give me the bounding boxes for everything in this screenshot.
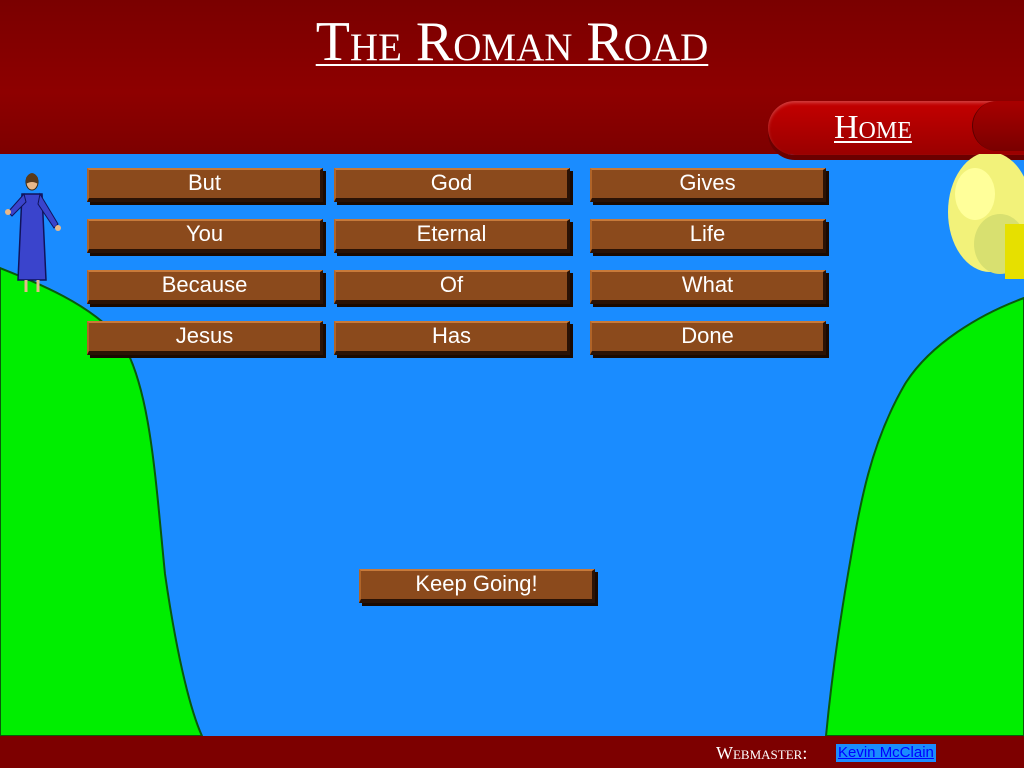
keep-going-button[interactable]: Keep Going! [359,569,595,603]
header-bar: The Roman Road [0,0,1024,154]
jesus-figure-icon [5,173,61,292]
word-plank-has[interactable]: Has [334,321,570,355]
word-plank-gives[interactable]: Gives [590,168,826,202]
word-plank-jesus[interactable]: Jesus [87,321,323,355]
canyon-illustration [0,154,1024,736]
word-plank-eternal[interactable]: Eternal [334,219,570,253]
canyon-scene: But God Gives You Eternal Life Because O… [0,154,1024,736]
page-title: The Roman Road [315,11,709,73]
word-plank-life[interactable]: Life [590,219,826,253]
word-plank-done[interactable]: Done [590,321,826,355]
home-link[interactable]: Home [834,109,912,146]
word-plank-because[interactable]: Because [87,270,323,304]
home-tab-cap [972,101,1024,151]
right-cliff [824,296,1024,736]
word-plank-of[interactable]: Of [334,270,570,304]
word-plank-you[interactable]: You [87,219,323,253]
webmaster-link[interactable]: Kevin McClain [836,744,936,762]
webmaster-label: Webmaster: [716,743,808,763]
heaven-tree-icon [948,154,1024,279]
word-plank-what[interactable]: What [590,270,826,304]
word-plank-but[interactable]: But [87,168,323,202]
word-plank-god[interactable]: God [334,168,570,202]
left-cliff [0,266,204,736]
